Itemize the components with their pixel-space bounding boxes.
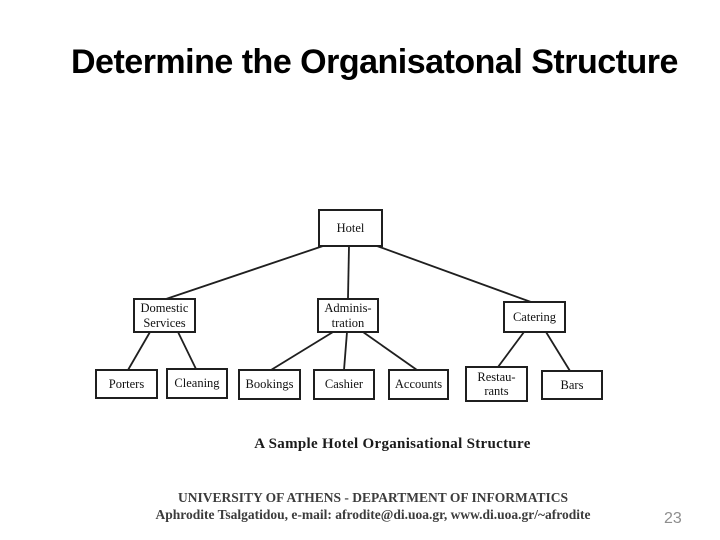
org-chart: Hotel Domestic Services Adminis- tration… (90, 205, 635, 417)
org-connectors (127, 245, 571, 372)
footer: UNIVERSITY OF ATHENS - DEPARTMENT OF INF… (30, 489, 716, 523)
org-node-label: Bookings (245, 377, 294, 392)
org-node-label: Porters (108, 376, 145, 391)
org-node-label: rants (484, 384, 509, 398)
org-node-label: Bars (560, 377, 584, 392)
diagram-caption: A Sample Hotel Organisational Structure (254, 436, 531, 452)
org-node-label: Domestic (140, 301, 189, 316)
footer-line-2: Aphrodite Tsalgatidou, e-mail: afrodite@… (155, 507, 591, 522)
org-node-label: Adminis- (324, 301, 372, 316)
org-node-label: Accounts (394, 377, 443, 392)
org-node-porters: Porters (95, 369, 158, 399)
org-node-label: tration (331, 315, 365, 330)
org-node-domestic-services: Domestic Services (133, 298, 196, 333)
org-node-cleaning: Cleaning (166, 368, 228, 399)
org-node-restaurants: Restau- rants (465, 366, 528, 402)
org-node-label: Hotel (336, 220, 365, 235)
org-node-administration: Adminis- tration (317, 298, 379, 333)
org-node-label: Cashier (324, 377, 364, 392)
edge-domestic-services-porters (127, 331, 151, 371)
edge-hotel-administration (347, 245, 350, 299)
edge-administration-accounts (362, 331, 418, 371)
org-node-accounts: Accounts (388, 369, 449, 400)
org-node-bookings: Bookings (238, 369, 301, 400)
edge-administration-bookings (270, 331, 334, 371)
org-node-label: Cleaning (174, 376, 220, 391)
org-node-label: Restau- (477, 369, 516, 384)
page-title: Determine the Organisatonal Structure (71, 43, 678, 81)
org-node-cashier: Cashier (313, 369, 375, 400)
org-node-catering: Catering (503, 301, 566, 333)
edge-domestic-services-cleaning (177, 331, 197, 370)
org-node-label: Catering (512, 309, 557, 324)
org-node-hotel: Hotel (318, 209, 383, 247)
page-number: 23 (664, 510, 682, 527)
org-node-label: Services (143, 315, 186, 330)
edge-administration-cashier (343, 331, 348, 371)
footer-line-1: UNIVERSITY OF ATHENS - DEPARTMENT OF INF… (177, 490, 569, 505)
edge-hotel-catering (376, 245, 532, 303)
org-node-bars: Bars (541, 370, 603, 400)
edge-hotel-domestic-services (165, 245, 324, 300)
edge-catering-bars (545, 331, 571, 372)
edge-catering-restaurants (497, 331, 525, 368)
